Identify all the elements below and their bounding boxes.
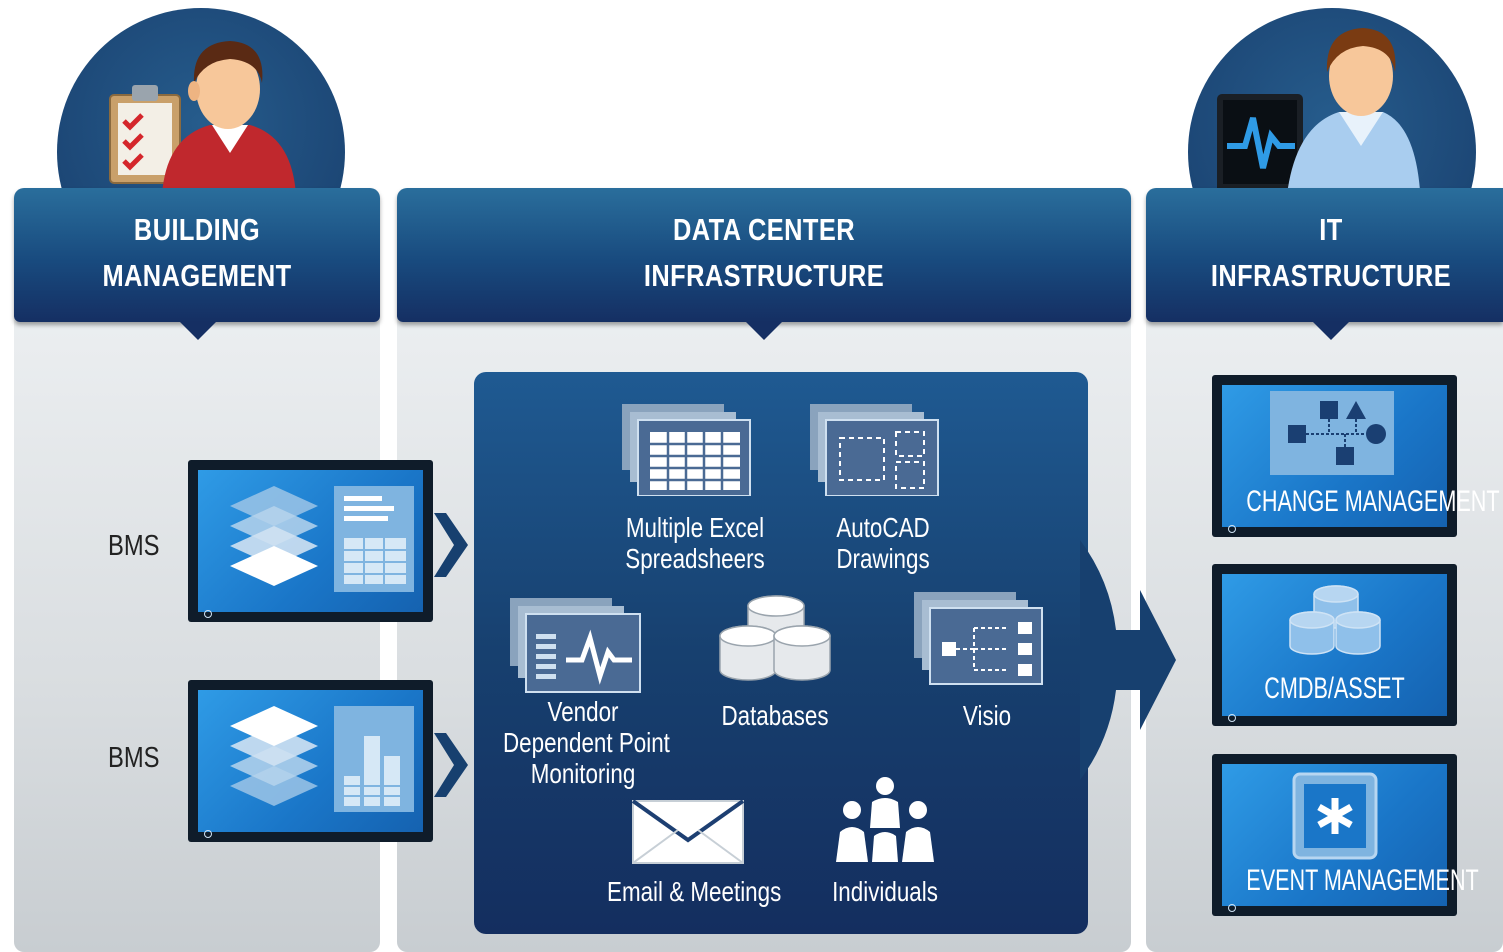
databases-label: Databases <box>721 700 829 731</box>
event-management-monitor: EVENT MANAGEMENT <box>1212 754 1479 916</box>
email-meetings-label: Email & Meetings <box>607 876 782 907</box>
envelope-icon <box>632 800 744 864</box>
datacenter-header <box>397 188 1131 322</box>
building-management-header <box>14 188 380 322</box>
people-icon <box>836 777 934 862</box>
bms-monitor <box>188 680 433 842</box>
header-pointer <box>180 322 216 340</box>
visio-label: Visio <box>962 700 1012 731</box>
header-pointer <box>746 322 782 340</box>
change-management-label: CHANGE MANAGEMENT <box>1246 485 1500 518</box>
cmdb-asset-label: CMDB/ASSET <box>1264 672 1405 705</box>
building-manager-avatar-icon <box>109 41 296 195</box>
bar-report-icon <box>334 706 414 812</box>
it-infrastructure-title: IT INFRASTRUCTURE <box>1210 212 1452 293</box>
asterisk-icon <box>1292 772 1378 860</box>
arrow-right-icon <box>434 733 468 797</box>
flowchart-icon <box>1270 391 1394 475</box>
monitoring-icon <box>510 598 641 693</box>
drawing-icon <box>810 404 939 496</box>
vendor-monitoring-label: Vendor Dependent Point Monitoring <box>503 696 670 789</box>
change-management-monitor: CHANGE MANAGEMENT <box>1212 375 1500 537</box>
big-arrow-right-icon <box>1080 540 1176 780</box>
autocad-label: AutoCAD Drawings <box>836 512 930 574</box>
individuals-label: Individuals <box>832 876 938 907</box>
report-icon <box>334 486 414 592</box>
cmdb-asset-monitor: CMDB/ASSET <box>1212 564 1457 726</box>
spreadsheet-icon <box>622 404 751 496</box>
spreadsheet-label: Multiple Excel Spreadsheers <box>625 512 765 574</box>
event-management-label: EVENT MANAGEMENT <box>1246 864 1479 897</box>
bms-monitor <box>188 460 433 622</box>
it-infrastructure-header <box>1146 188 1503 322</box>
layers-icon <box>230 486 318 586</box>
layers-icon <box>230 706 318 806</box>
bms-label: BMS <box>108 530 160 562</box>
datacenter-title: DATA CENTER INFRASTRUCTURE <box>643 212 885 293</box>
database-icon <box>719 595 831 681</box>
arrow-right-icon <box>434 513 468 577</box>
building-management-title: BUILDING MANAGEMENT <box>102 212 292 293</box>
header-pointer <box>1313 322 1349 340</box>
building-management-panel <box>14 300 380 952</box>
database-icon <box>1289 585 1381 655</box>
diagram-icon <box>914 592 1043 685</box>
bms-label: BMS <box>108 742 160 774</box>
